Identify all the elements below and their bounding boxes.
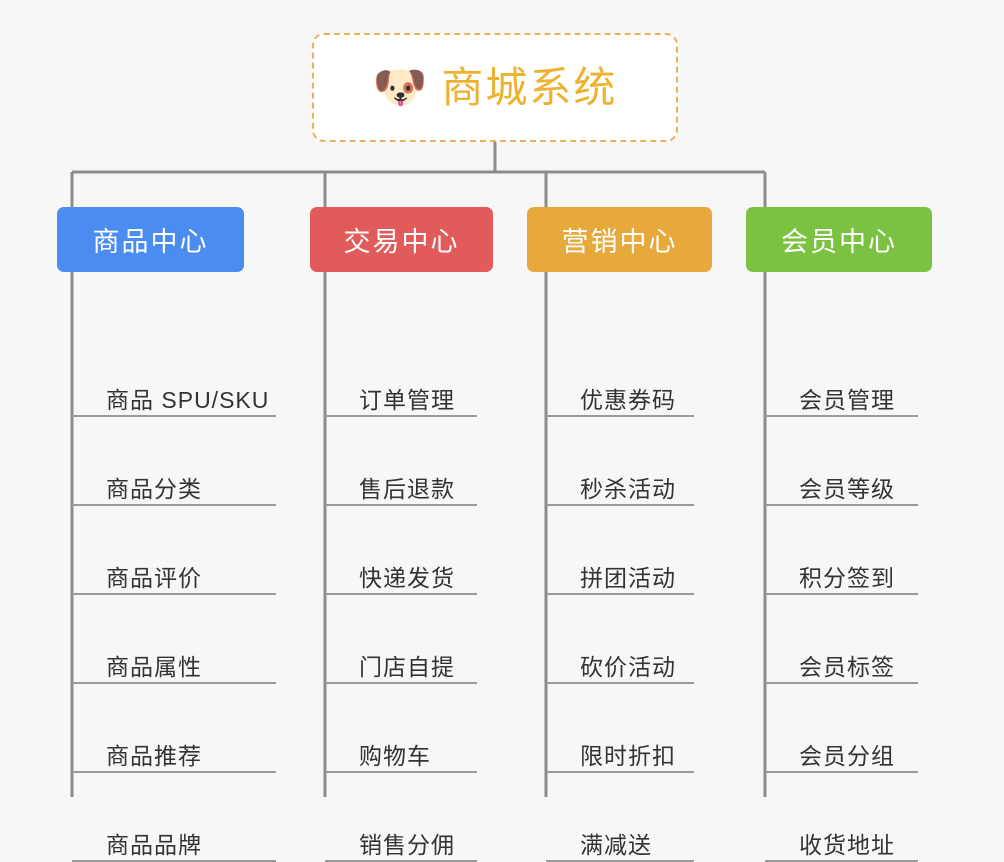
leaf-item[interactable]: 商品属性 <box>72 648 276 684</box>
category-header-label: 会员中心 <box>781 227 897 257</box>
leaf-item[interactable]: 砍价活动 <box>546 648 694 684</box>
leaf-item-label: 门店自提 <box>359 654 455 680</box>
leaf-item-label: 拼团活动 <box>580 565 676 591</box>
leaf-item[interactable]: 订单管理 <box>325 381 477 417</box>
leaf-item[interactable]: 商品评价 <box>72 559 276 595</box>
leaf-item[interactable]: 满减送 <box>546 826 694 862</box>
leaf-item-label: 满减送 <box>580 832 652 858</box>
leaf-item-label: 快递发货 <box>359 565 455 591</box>
category-header-product-center[interactable]: 商品中心 <box>57 207 244 272</box>
leaf-item[interactable]: 会员分组 <box>765 737 918 773</box>
leaf-item[interactable]: 售后退款 <box>325 470 477 506</box>
shiba-dog-face-icon: 🐶 <box>372 62 428 112</box>
leaf-item[interactable]: 商品品牌 <box>72 826 276 862</box>
category-header-trade-center[interactable]: 交易中心 <box>310 207 493 272</box>
leaf-item-label: 商品 SPU/SKU <box>106 387 270 413</box>
leaf-item-label: 商品评价 <box>106 565 202 591</box>
leaf-item-label: 售后退款 <box>359 476 455 502</box>
leaf-item-label: 秒杀活动 <box>580 476 676 502</box>
leaf-item-label: 商品推荐 <box>106 743 202 769</box>
leaf-item[interactable]: 收货地址 <box>765 826 918 862</box>
leaf-item[interactable]: 积分签到 <box>765 559 918 595</box>
category-header-marketing-center[interactable]: 营销中心 <box>527 207 712 272</box>
leaf-item-label: 会员管理 <box>799 387 895 413</box>
leaf-item[interactable]: 会员管理 <box>765 381 918 417</box>
leaf-item-label: 积分签到 <box>799 565 895 591</box>
leaf-item-label: 砍价活动 <box>580 654 676 680</box>
leaf-item-label: 优惠券码 <box>580 387 676 413</box>
leaf-item[interactable]: 秒杀活动 <box>546 470 694 506</box>
leaf-item[interactable]: 购物车 <box>325 737 477 773</box>
mindmap-canvas: 🐶 商城系统 商品中心商品 SPU/SKU 商品分类商品评价商品属性商品推荐商品品… <box>57 33 932 862</box>
leaf-item-label: 会员标签 <box>799 654 895 680</box>
leaf-item-label: 商品分类 <box>106 476 202 502</box>
category-header-label: 交易中心 <box>343 227 460 257</box>
leaf-item-label: 订单管理 <box>359 387 455 413</box>
leaf-item-label: 商品品牌 <box>106 832 202 858</box>
category-header-member-center[interactable]: 会员中心 <box>746 207 932 272</box>
leaf-item-label: 限时折扣 <box>580 743 676 769</box>
leaf-item-label: 会员分组 <box>799 743 895 769</box>
root-node[interactable]: 🐶 商城系统 <box>312 33 678 142</box>
leaf-item[interactable]: 会员等级 <box>765 470 918 506</box>
leaf-item[interactable]: 商品 SPU/SKU <box>72 381 276 417</box>
branch-column-marketing-center: 营销中心优惠券码秒杀活动拼团活动砍价活动限时折扣满减送 <box>527 207 712 862</box>
branch-column-product-center: 商品中心商品 SPU/SKU 商品分类商品评价商品属性商品推荐商品品牌 <box>57 207 276 862</box>
leaf-item[interactable]: 商品推荐 <box>72 737 276 773</box>
leaf-item-label: 收货地址 <box>799 832 895 858</box>
branch-column-trade-center: 交易中心订单管理售后退款快递发货门店自提购物车销售分佣 <box>310 207 493 862</box>
category-header-label: 营销中心 <box>561 227 678 257</box>
leaf-item-label: 销售分佣 <box>359 832 455 858</box>
leaf-item-label: 商品属性 <box>106 654 202 680</box>
leaf-item[interactable]: 商品分类 <box>72 470 276 506</box>
leaf-item[interactable]: 快递发货 <box>325 559 477 595</box>
leaf-item-label: 购物车 <box>359 743 431 769</box>
branch-column-member-center: 会员中心会员管理会员等级积分签到会员标签会员分组收货地址 <box>746 207 932 862</box>
leaf-item[interactable]: 销售分佣 <box>325 826 477 862</box>
leaf-item[interactable]: 优惠券码 <box>546 381 694 417</box>
leaf-item[interactable]: 会员标签 <box>765 648 918 684</box>
root-node-label: 商城系统 <box>441 63 618 111</box>
leaf-item[interactable]: 限时折扣 <box>546 737 694 773</box>
category-header-label: 商品中心 <box>92 227 209 257</box>
leaf-item[interactable]: 门店自提 <box>325 648 477 684</box>
leaf-item[interactable]: 拼团活动 <box>546 559 694 595</box>
leaf-item-label: 会员等级 <box>799 476 895 502</box>
